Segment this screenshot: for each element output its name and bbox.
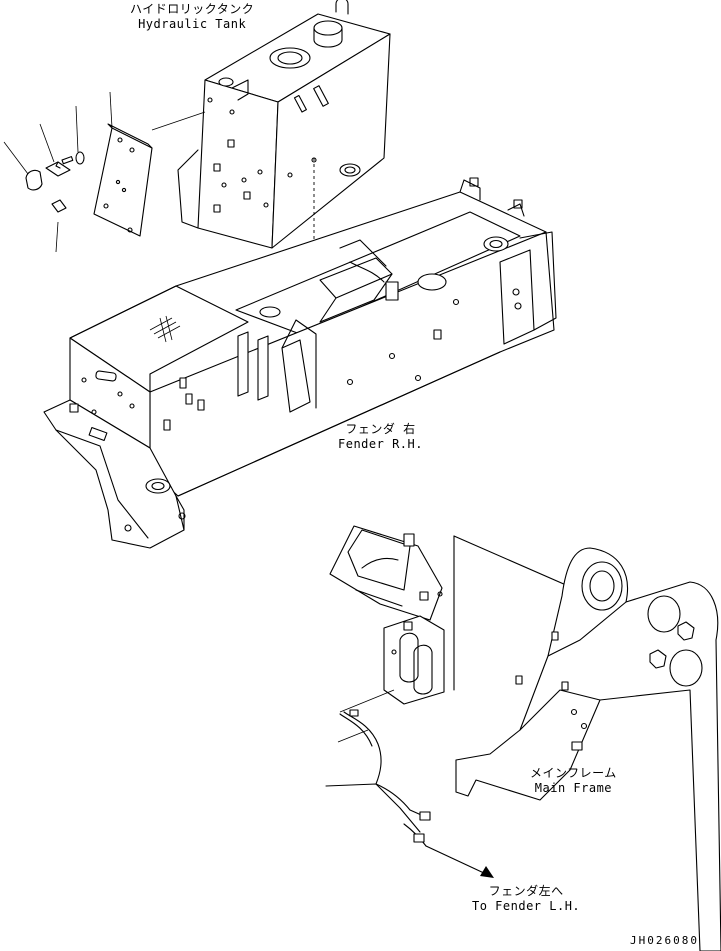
figure-id: JH026080: [630, 934, 699, 947]
fender-rh-frame: [43, 177, 557, 549]
label-fender-rh: フェンダ 右 Fender R.H.: [338, 422, 423, 452]
label-to-fender-lh: フェンダ左へ To Fender L.H.: [472, 884, 580, 914]
label-main-frame: メインフレーム Main Frame: [530, 766, 617, 796]
label-fender-rh-en: Fender R.H.: [338, 437, 423, 451]
label-to-fender-lh-jp: フェンダ左へ: [488, 884, 564, 898]
lamp-bracket-assembly: [329, 525, 445, 705]
label-to-fender-lh-en: To Fender L.H.: [472, 899, 581, 913]
label-hydraulic-tank-jp: ハイドロリックタンク: [130, 2, 255, 16]
hydraulic-tank: [177, 0, 391, 268]
label-fender-rh-jp: フェンダ 右: [345, 422, 416, 436]
wiring-harness: [325, 689, 494, 878]
label-hydraulic-tank-en: Hydraulic Tank: [138, 17, 247, 31]
cover-plate-assembly: [3, 91, 206, 253]
label-hydraulic-tank: ハイドロリックタンク Hydraulic Tank: [130, 2, 254, 32]
label-main-frame-en: Main Frame: [534, 781, 613, 795]
bolt: [45, 156, 74, 177]
main-frame: [453, 535, 721, 951]
label-main-frame-jp: メインフレーム: [530, 766, 617, 780]
